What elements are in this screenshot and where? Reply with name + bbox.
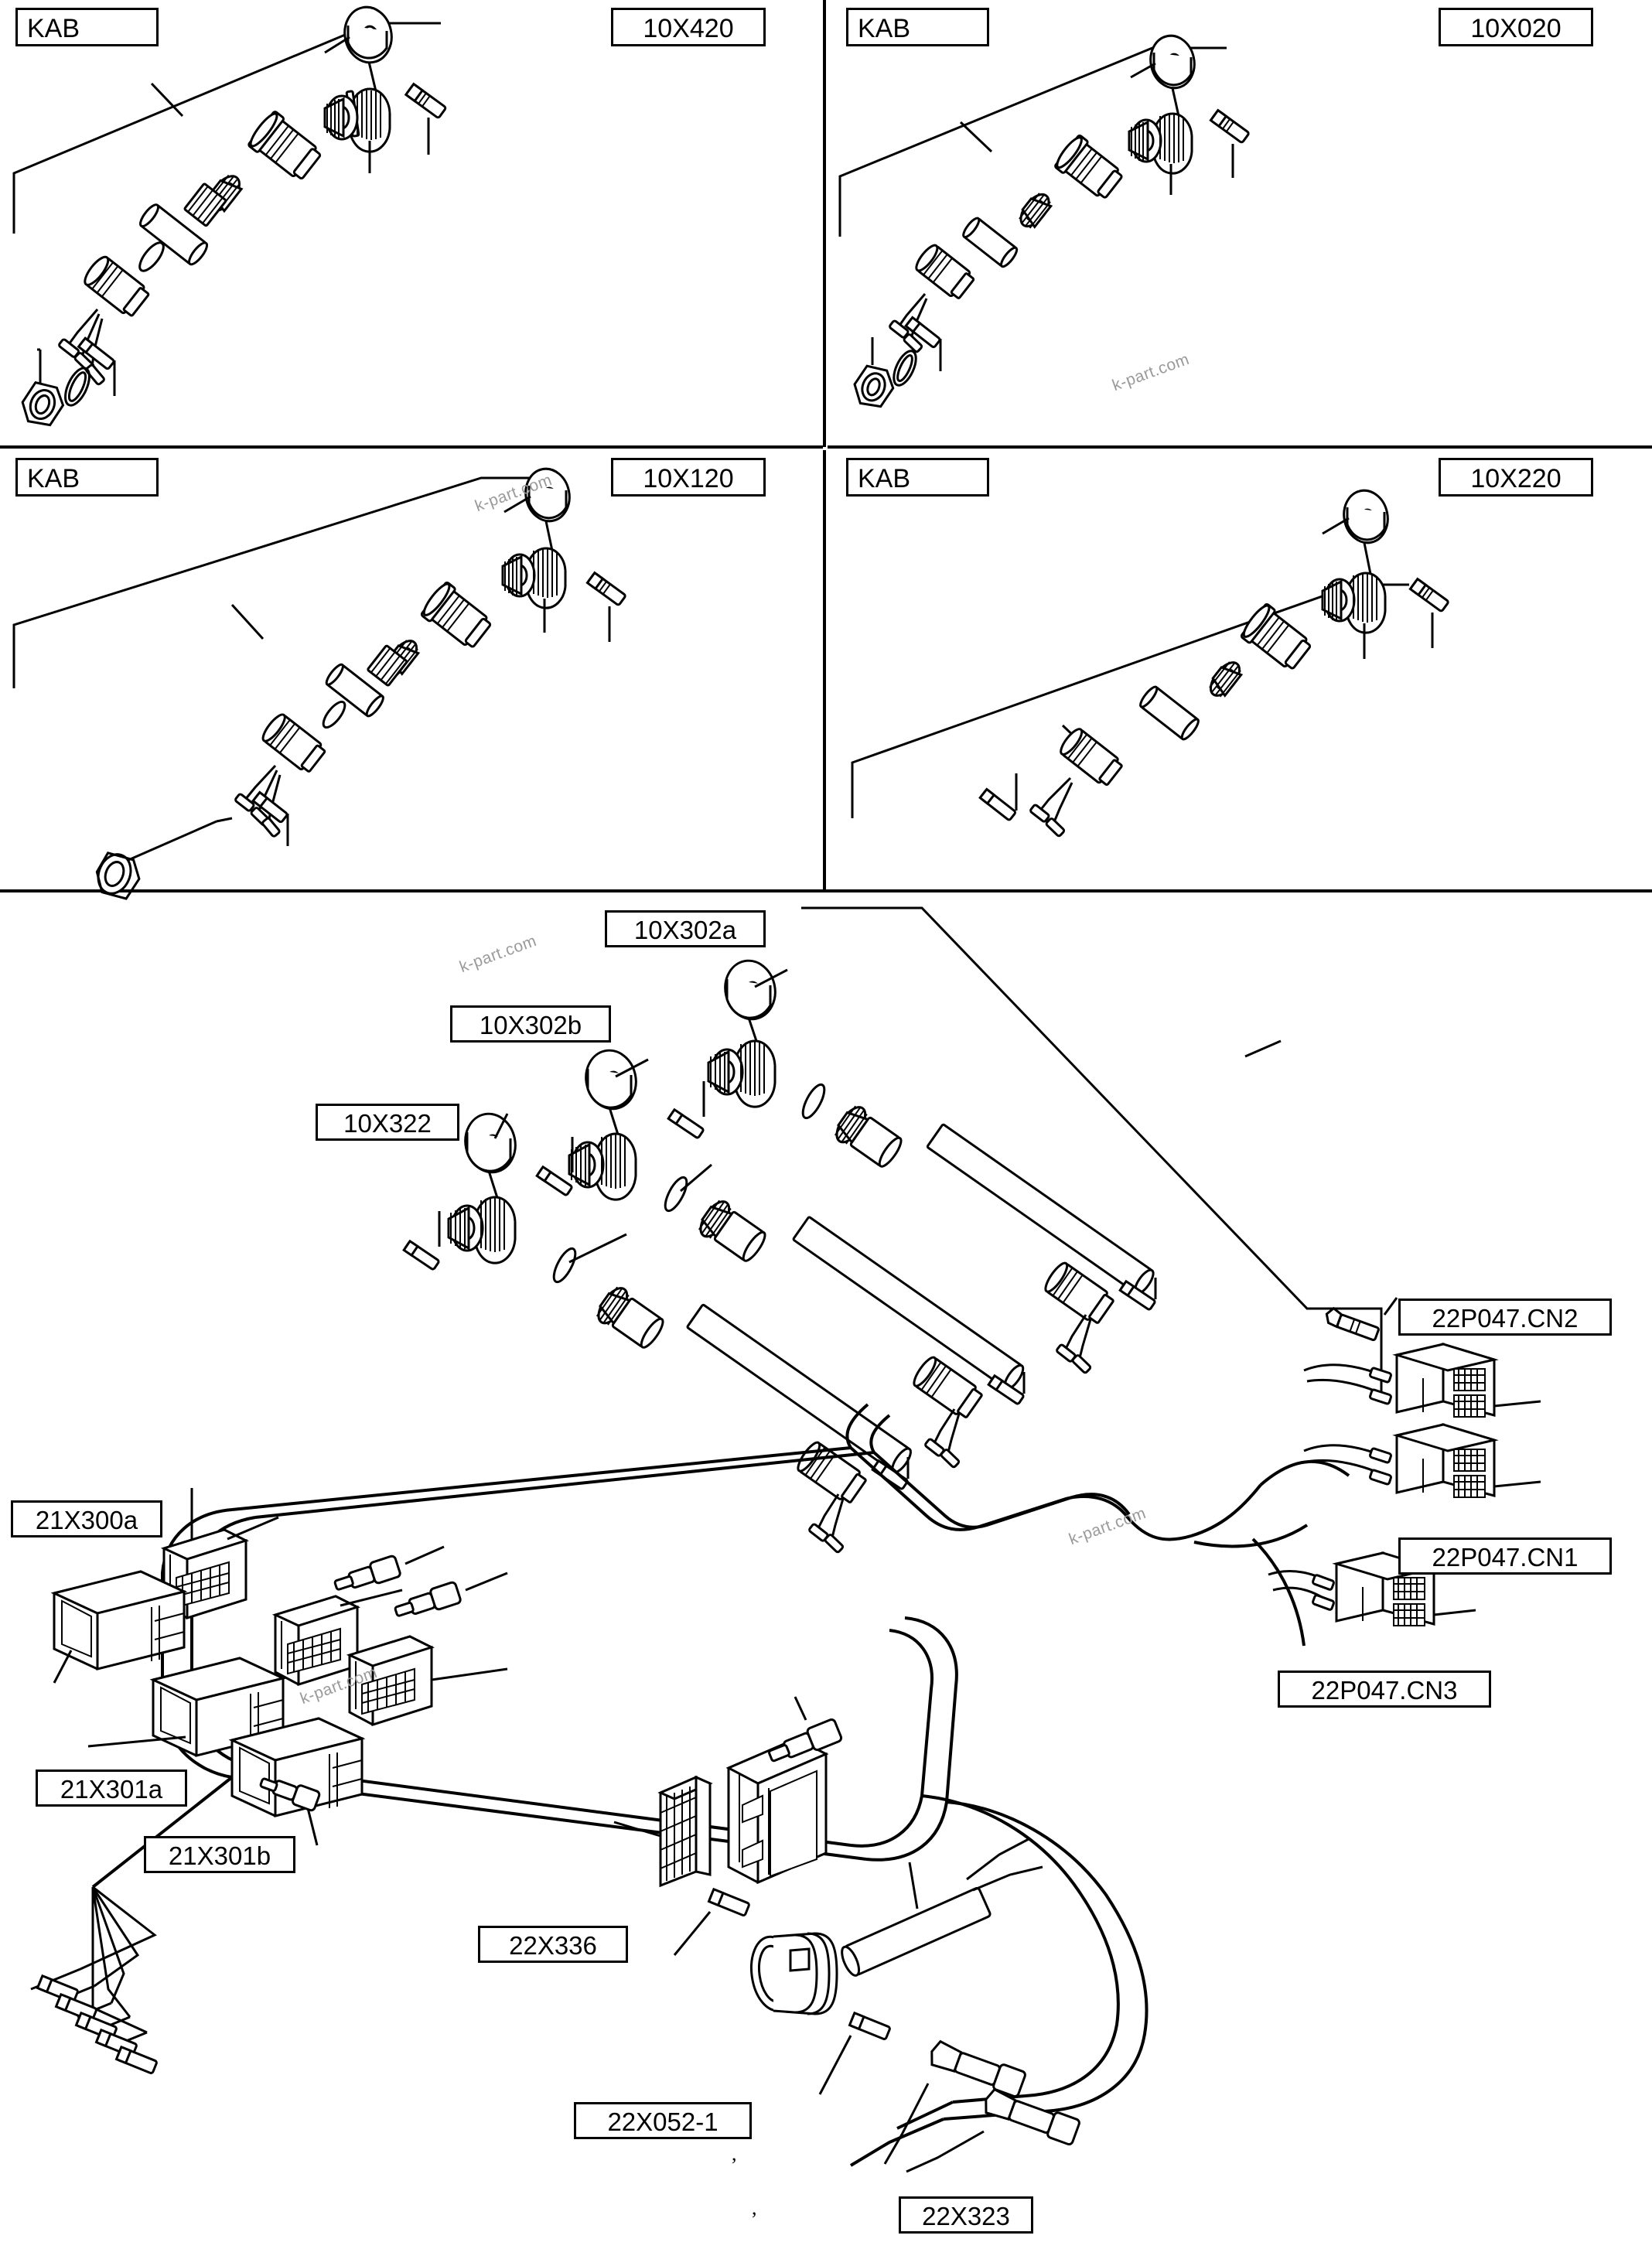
panel-dividers <box>0 0 1652 892</box>
cable-assembly-10X322 <box>447 1112 912 1554</box>
panel-label-code-10x020-text: 10X020 <box>1470 14 1562 43</box>
callout-box-10x302b-text: 10X302b <box>479 1011 582 1039</box>
assembly-10X220 <box>851 489 1449 838</box>
stray-comma-1: , <box>732 2142 737 2165</box>
module-22x336 <box>613 1696 843 1888</box>
panel-label-kab-4-text: KAB <box>858 464 911 493</box>
connector-block-cn1 <box>1392 1422 1541 1498</box>
stray-comma-1-text: , <box>732 2142 737 2165</box>
main-harness-diagram <box>30 906 1541 2173</box>
assembly-10X020 <box>838 34 1250 408</box>
connector-block-cn2 <box>1392 1342 1541 1418</box>
callout-box-22x052-1-text: 22X052-1 <box>607 2107 718 2136</box>
panel-label-code-10x220-text: 10X220 <box>1470 464 1562 493</box>
callout-box-21x300a: 21X300a <box>11 1500 162 1537</box>
callout-box-22x323-text: 22X323 <box>922 2202 1010 2230</box>
panel-label-kab-3: KAB <box>15 458 159 497</box>
panel-label-kab-2: KAB <box>846 8 989 46</box>
callout-box-10x322: 10X322 <box>316 1104 459 1141</box>
panel-label-code-10x120: 10X120 <box>611 458 766 497</box>
callout-box-10x322-text: 10X322 <box>343 1109 432 1138</box>
callout-box-21x301a-text: 21X301a <box>60 1775 163 1804</box>
panel-label-kab-1-text: KAB <box>27 14 80 43</box>
stray-comma-2-text: , <box>752 2196 757 2219</box>
assembly-10X120 <box>12 467 626 900</box>
callout-box-22p047-cn3-text: 22P047.CN3 <box>1311 1676 1458 1705</box>
panel-label-code-10x020: 10X020 <box>1439 8 1593 46</box>
terminal-fan-lower-left <box>30 1886 158 2074</box>
cable-assembly-10X302a <box>707 959 1157 1374</box>
callout-box-21x301b-text: 21X301b <box>168 1841 271 1870</box>
panel-label-code-10x120-text: 10X120 <box>643 464 734 493</box>
panel-label-code-10x420-text: 10X420 <box>643 14 734 43</box>
callout-box-22x336: 22X336 <box>478 1926 628 1963</box>
callout-box-21x300a-text: 21X300a <box>35 1506 138 1534</box>
panel-label-code-10x220: 10X220 <box>1439 458 1593 497</box>
callout-box-21x301b: 21X301b <box>144 1836 295 1873</box>
connector-plug-mid <box>271 1589 403 1687</box>
terminals-22x323 <box>818 2011 1080 2173</box>
callout-box-21x301a: 21X301a <box>36 1770 187 1807</box>
panel-label-kab-3-text: KAB <box>27 464 80 493</box>
panel-label-kab-4: KAB <box>846 458 989 497</box>
inline-splices <box>259 1545 508 1812</box>
callout-box-22p047-cn1: 22P047.CN1 <box>1398 1537 1612 1575</box>
cable-assembly-10X302b <box>568 1049 1026 1469</box>
callout-box-22p047-cn2-text: 22P047.CN2 <box>1432 1304 1579 1333</box>
callout-box-22x052-1: 22X052-1 <box>574 2102 752 2139</box>
panel-label-code-10x420: 10X420 <box>611 8 766 46</box>
callout-box-22p047-cn3: 22P047.CN3 <box>1278 1671 1491 1708</box>
callout-box-10x302a-text: 10X302a <box>633 916 737 944</box>
panel-label-kab-2-text: KAB <box>858 14 911 43</box>
panel-label-kab-1: KAB <box>15 8 159 46</box>
callout-box-22p047-cn2: 22P047.CN2 <box>1398 1299 1612 1336</box>
assembly-10X420 <box>12 5 447 427</box>
connector-21x301a <box>50 1570 188 1684</box>
callout-box-10x302b: 10X302b <box>450 1005 611 1043</box>
callout-box-22p047-cn1-text: 22P047.CN1 <box>1432 1543 1579 1572</box>
loose-terminals-upper <box>402 1081 705 1271</box>
callout-box-22x336-text: 22X336 <box>509 1931 597 1960</box>
callout-box-10x302a: 10X302a <box>605 910 766 947</box>
stray-comma-2: , <box>752 2196 757 2220</box>
connector-plug-right <box>346 1635 508 1727</box>
callout-box-22x323: 22X323 <box>899 2196 1033 2234</box>
terminal-22p047-cn2 <box>1325 1297 1398 1342</box>
connector-socket-lower <box>228 1717 366 1846</box>
connector-22x052-1 <box>673 1838 1043 2015</box>
